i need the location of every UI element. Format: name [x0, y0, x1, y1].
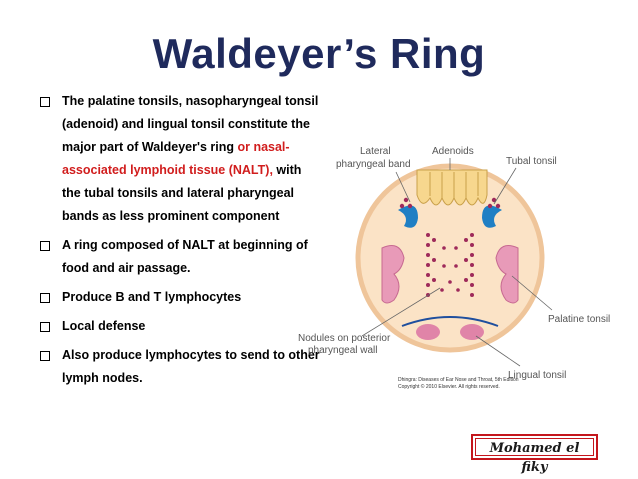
label-lateral-1: Lateral	[360, 146, 391, 157]
copyright-line-2: Copyright © 2010 Elsevier. All rights re…	[398, 383, 500, 390]
label-lateral-2: pharyngeal band	[336, 159, 411, 170]
tubal-tonsil-right	[482, 205, 502, 228]
bullet-text: Produce B and T lymphocytes	[62, 290, 242, 304]
bullet-item: Produce B and T lymphocytes	[40, 286, 320, 309]
bullet-highlight: or nasal-associated lymphoid tissue (NAL…	[62, 140, 290, 177]
copyright-line-1: Dhingra: Diseases of Ear Nose and Throat…	[398, 377, 519, 383]
author-signature: Mohamed el fiky	[475, 438, 594, 475]
bullet-text: Local defense	[62, 319, 146, 333]
bullet-text: A ring composed of NALT at beginning of …	[62, 238, 308, 275]
label-tubal-tonsil: Tubal tonsil	[506, 156, 557, 167]
label-nodules-1: Nodules on posterior	[298, 333, 391, 344]
palatine-tonsil-right	[495, 245, 519, 304]
slide-title: Waldeyer’s Ring	[152, 30, 486, 77]
lingual-tonsil-right	[460, 324, 484, 340]
tubal-tonsil-left	[398, 205, 418, 228]
square-bullet-icon	[40, 241, 50, 251]
bullet-item: Also produce lymphocytes to send to othe…	[40, 344, 320, 390]
label-nodules-2: pharyngeal wall	[308, 345, 378, 356]
bullet-text-end: with the tubal tonsils and lateral phary…	[62, 163, 302, 223]
bullet-text: The palatine tonsils, nasopharyngeal ton…	[62, 94, 319, 154]
waldeyer-ring-diagram: Lateral pharyngeal band Adenoids Tubal t…	[298, 146, 610, 390]
label-adenoids: Adenoids	[432, 146, 474, 157]
palatine-tonsil-left	[381, 245, 405, 304]
square-bullet-icon	[40, 293, 50, 303]
bullet-item: A ring composed of NALT at beginning of …	[40, 234, 320, 280]
author-signature-box: Mohamed el fiky	[471, 434, 598, 475]
bullet-text: Also produce lymphocytes to send to othe…	[62, 348, 320, 385]
square-bullet-icon	[40, 322, 50, 332]
bullet-item: The palatine tonsils, nasopharyngeal ton…	[40, 90, 320, 228]
square-bullet-icon	[40, 351, 50, 361]
lingual-tonsil-left	[416, 324, 440, 340]
label-lingual-tonsil: Lingual tonsil	[508, 370, 566, 381]
square-bullet-icon	[40, 97, 50, 107]
bullet-list: The palatine tonsils, nasopharyngeal ton…	[40, 90, 320, 396]
bullet-item: Local defense	[40, 315, 320, 338]
label-palatine-tonsil: Palatine tonsil	[548, 314, 610, 325]
adenoid-shape	[416, 169, 488, 206]
posterior-wall-nodules	[440, 246, 460, 292]
lingual-tonsil-arc	[401, 316, 499, 327]
